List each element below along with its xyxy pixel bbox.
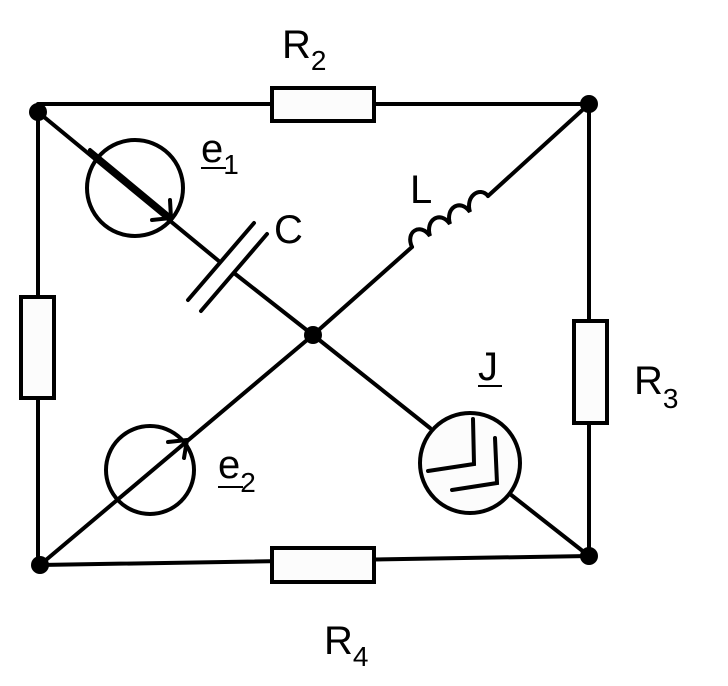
diag-j-wire-2 [508, 492, 591, 558]
label-e2: e2 [218, 443, 256, 498]
resistor-r3 [572, 319, 609, 425]
node-center [304, 326, 322, 344]
voltage-source-e1 [85, 138, 185, 238]
node-bottom-left [31, 556, 49, 574]
voltage-source-e2 [104, 424, 196, 516]
node-bottom-right [580, 547, 598, 565]
resistor-left [19, 295, 56, 400]
label-r3: R3 [634, 359, 678, 414]
current-source-j [418, 411, 522, 515]
diag-l-wire-2 [486, 102, 591, 198]
diag-j-wire [311, 333, 432, 430]
diag-l-wire [311, 245, 414, 337]
label-r4: R4 [324, 619, 368, 672]
label-r2: R2 [282, 23, 326, 76]
wires [36, 102, 591, 567]
label-e1: e1 [201, 127, 239, 180]
label-l: L [410, 168, 432, 212]
resistor-r4 [270, 546, 376, 584]
arrow-icon [150, 198, 174, 222]
inductor-l [408, 190, 490, 249]
capacitor-c [186, 221, 269, 313]
node-top-left [29, 103, 47, 121]
node-top-right [580, 95, 598, 113]
arrow-icon [166, 437, 190, 460]
diag-tl-wire [36, 110, 222, 264]
label-j: J [478, 345, 498, 389]
nodes [29, 95, 598, 574]
diag-tl-wire-2 [232, 271, 315, 337]
resistor-r2 [270, 86, 376, 123]
label-c: C [274, 208, 303, 252]
diag-bl-wire [38, 333, 315, 567]
